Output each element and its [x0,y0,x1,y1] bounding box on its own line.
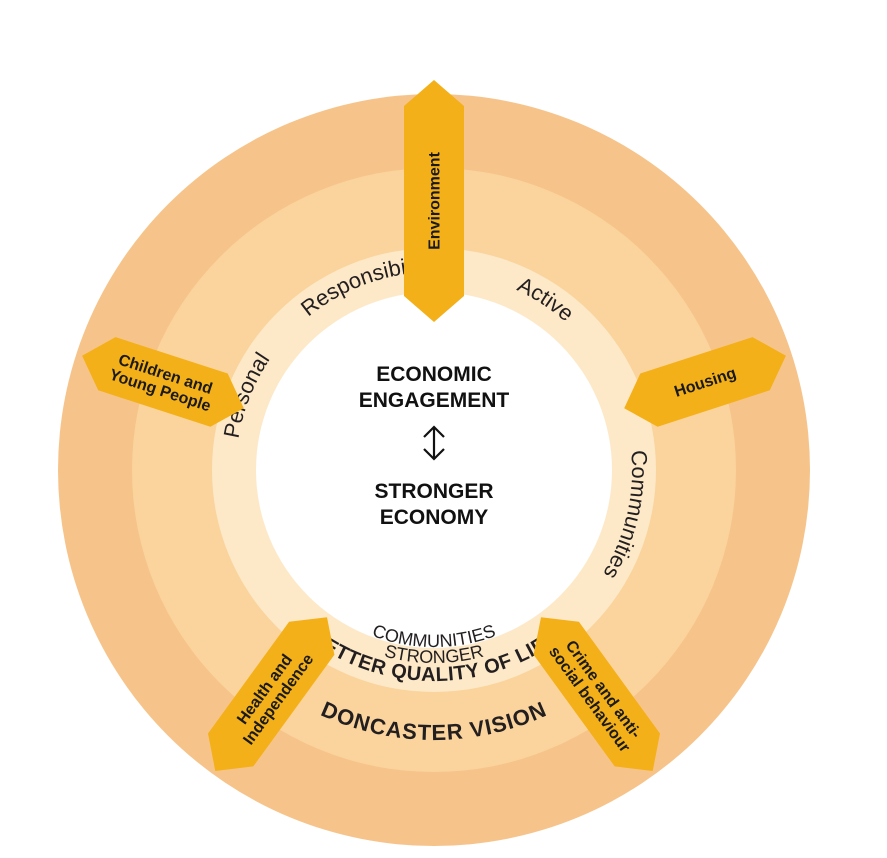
center-line-3: STRONGER [374,480,493,503]
pillar-arrow-crime [533,617,660,771]
center-line-4: ECONOMY [380,506,489,529]
center-line-2: ENGAGEMENT [359,389,510,412]
center-line-1: ECONOMIC [376,363,492,386]
double-arrow-vertical-icon [423,425,445,461]
pillar-arrow-children [82,337,244,427]
pillar-arrow-health [208,617,335,771]
pillar-label-line: Environment [427,151,444,249]
pillar-arrow-housing [624,337,786,427]
pillar-arrow-environment [404,80,464,322]
center-circle [256,292,612,648]
pillar-label-environment: Environment [427,151,444,249]
